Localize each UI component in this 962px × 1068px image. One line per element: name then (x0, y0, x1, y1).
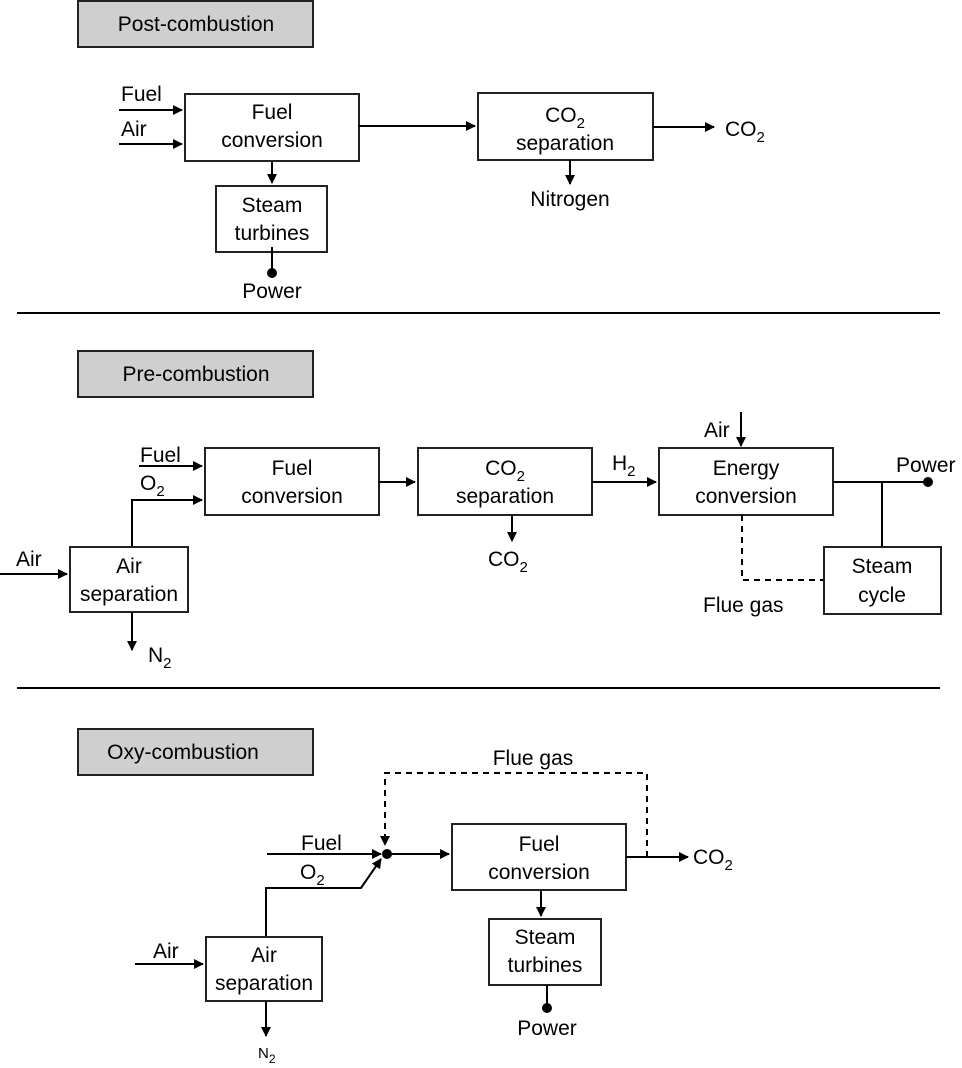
pre-co2-out-label: CO2 (488, 548, 528, 576)
post-fuel-conversion-box (184, 93, 360, 162)
oxy-fuel-label: Fuel (301, 832, 342, 855)
oxy-flue-gas-recycle (380, 772, 648, 857)
pre-steam-cycle-box (823, 546, 942, 615)
post-combustion-title: Post-combustion (118, 13, 274, 36)
pre-h2-label: H2 (612, 452, 636, 480)
oxy-n2-label: N2 (258, 1045, 276, 1066)
pre-o2-label: O2 (140, 472, 165, 500)
oxy-air-label: Air (153, 940, 179, 963)
post-co2-out-label: CO2 (725, 118, 765, 146)
oxy-o2-label: O2 (300, 861, 325, 889)
pre-air-label: Air (16, 548, 42, 571)
pre-air-separation-line1: Air (116, 555, 142, 578)
pre-energy-conversion-line2: conversion (695, 485, 797, 508)
oxy-o2-arrow (265, 858, 382, 937)
post-nitrogen-label: Nitrogen (530, 188, 609, 211)
pre-air-top-label: Air (704, 419, 730, 442)
oxy-fuel-conversion-line1: Fuel (519, 833, 560, 856)
post-combustion-section: Post-combustion Fuel Air Fuel conversion… (77, 0, 765, 303)
oxy-combustion-title: Oxy-combustion (107, 741, 259, 764)
oxy-power-node (542, 1003, 552, 1013)
post-power-label: Power (242, 280, 302, 303)
oxy-combustion-section: Oxy-combustion Flue gas Fuel O2 Air Air … (77, 728, 733, 1066)
oxy-steam-turbines-line1: Steam (515, 926, 576, 949)
pre-energy-conversion-box (658, 447, 834, 516)
pre-co2-separation-line2: separation (456, 485, 554, 508)
post-co2-separation-box (477, 92, 654, 161)
post-co2-separation-line1: CO2 (545, 104, 585, 132)
post-power-node (267, 268, 277, 278)
oxy-steam-turbines-box (488, 918, 602, 986)
post-fuel-conversion-line1: Fuel (252, 101, 293, 124)
oxy-air-separation-box (205, 936, 323, 1002)
oxy-combustion-header (77, 728, 314, 776)
post-combustion-header (77, 0, 314, 48)
pre-energy-conversion-line1: Energy (713, 457, 780, 480)
post-fuel-label: Fuel (121, 83, 162, 106)
pre-fuel-conversion-line2: conversion (241, 485, 343, 508)
pre-air-separation-line2: separation (80, 583, 178, 606)
oxy-air-separation-line1: Air (251, 944, 277, 967)
pre-combustion-title: Pre-combustion (122, 363, 269, 386)
oxy-co2-out-label: CO2 (693, 846, 733, 874)
pre-steam-cycle-line1: Steam (852, 555, 913, 578)
pre-fuel-conversion-line1: Fuel (272, 457, 313, 480)
pre-flue-gas-dashed-line (741, 515, 825, 581)
pre-combustion-header (77, 350, 314, 398)
pre-o2-arrow (131, 495, 203, 547)
post-steam-turbines-line2: turbines (235, 222, 310, 245)
post-air-label: Air (121, 118, 147, 141)
oxy-steam-turbines-line2: turbines (508, 954, 583, 977)
post-co2-separation-line2: separation (516, 132, 614, 155)
post-steam-turbines-box (215, 185, 328, 253)
pre-flue-gas-label: Flue gas (703, 594, 784, 617)
pre-n2-label: N2 (148, 644, 172, 672)
post-steam-turbines-line1: Steam (242, 194, 303, 217)
pre-power-label: Power (896, 454, 956, 477)
pre-co2-separation-box (417, 447, 593, 516)
post-fuel-conversion-line2: conversion (221, 129, 323, 152)
pre-steam-cycle-line2: cycle (858, 584, 906, 607)
oxy-fuel-conversion-line2: conversion (488, 861, 590, 884)
pre-air-separation-box (69, 546, 189, 613)
oxy-flue-gas-label: Flue gas (493, 747, 574, 770)
oxy-power-label: Power (517, 1017, 577, 1040)
pre-fuel-conversion-box (204, 447, 380, 516)
pre-power-node (923, 477, 933, 487)
oxy-air-separation-line2: separation (215, 972, 313, 995)
pre-combustion-section: Pre-combustion Fuel O2 Air Air separatio… (0, 350, 956, 672)
pre-co2-separation-line1: CO2 (485, 457, 525, 485)
pre-fuel-label: Fuel (140, 444, 181, 467)
